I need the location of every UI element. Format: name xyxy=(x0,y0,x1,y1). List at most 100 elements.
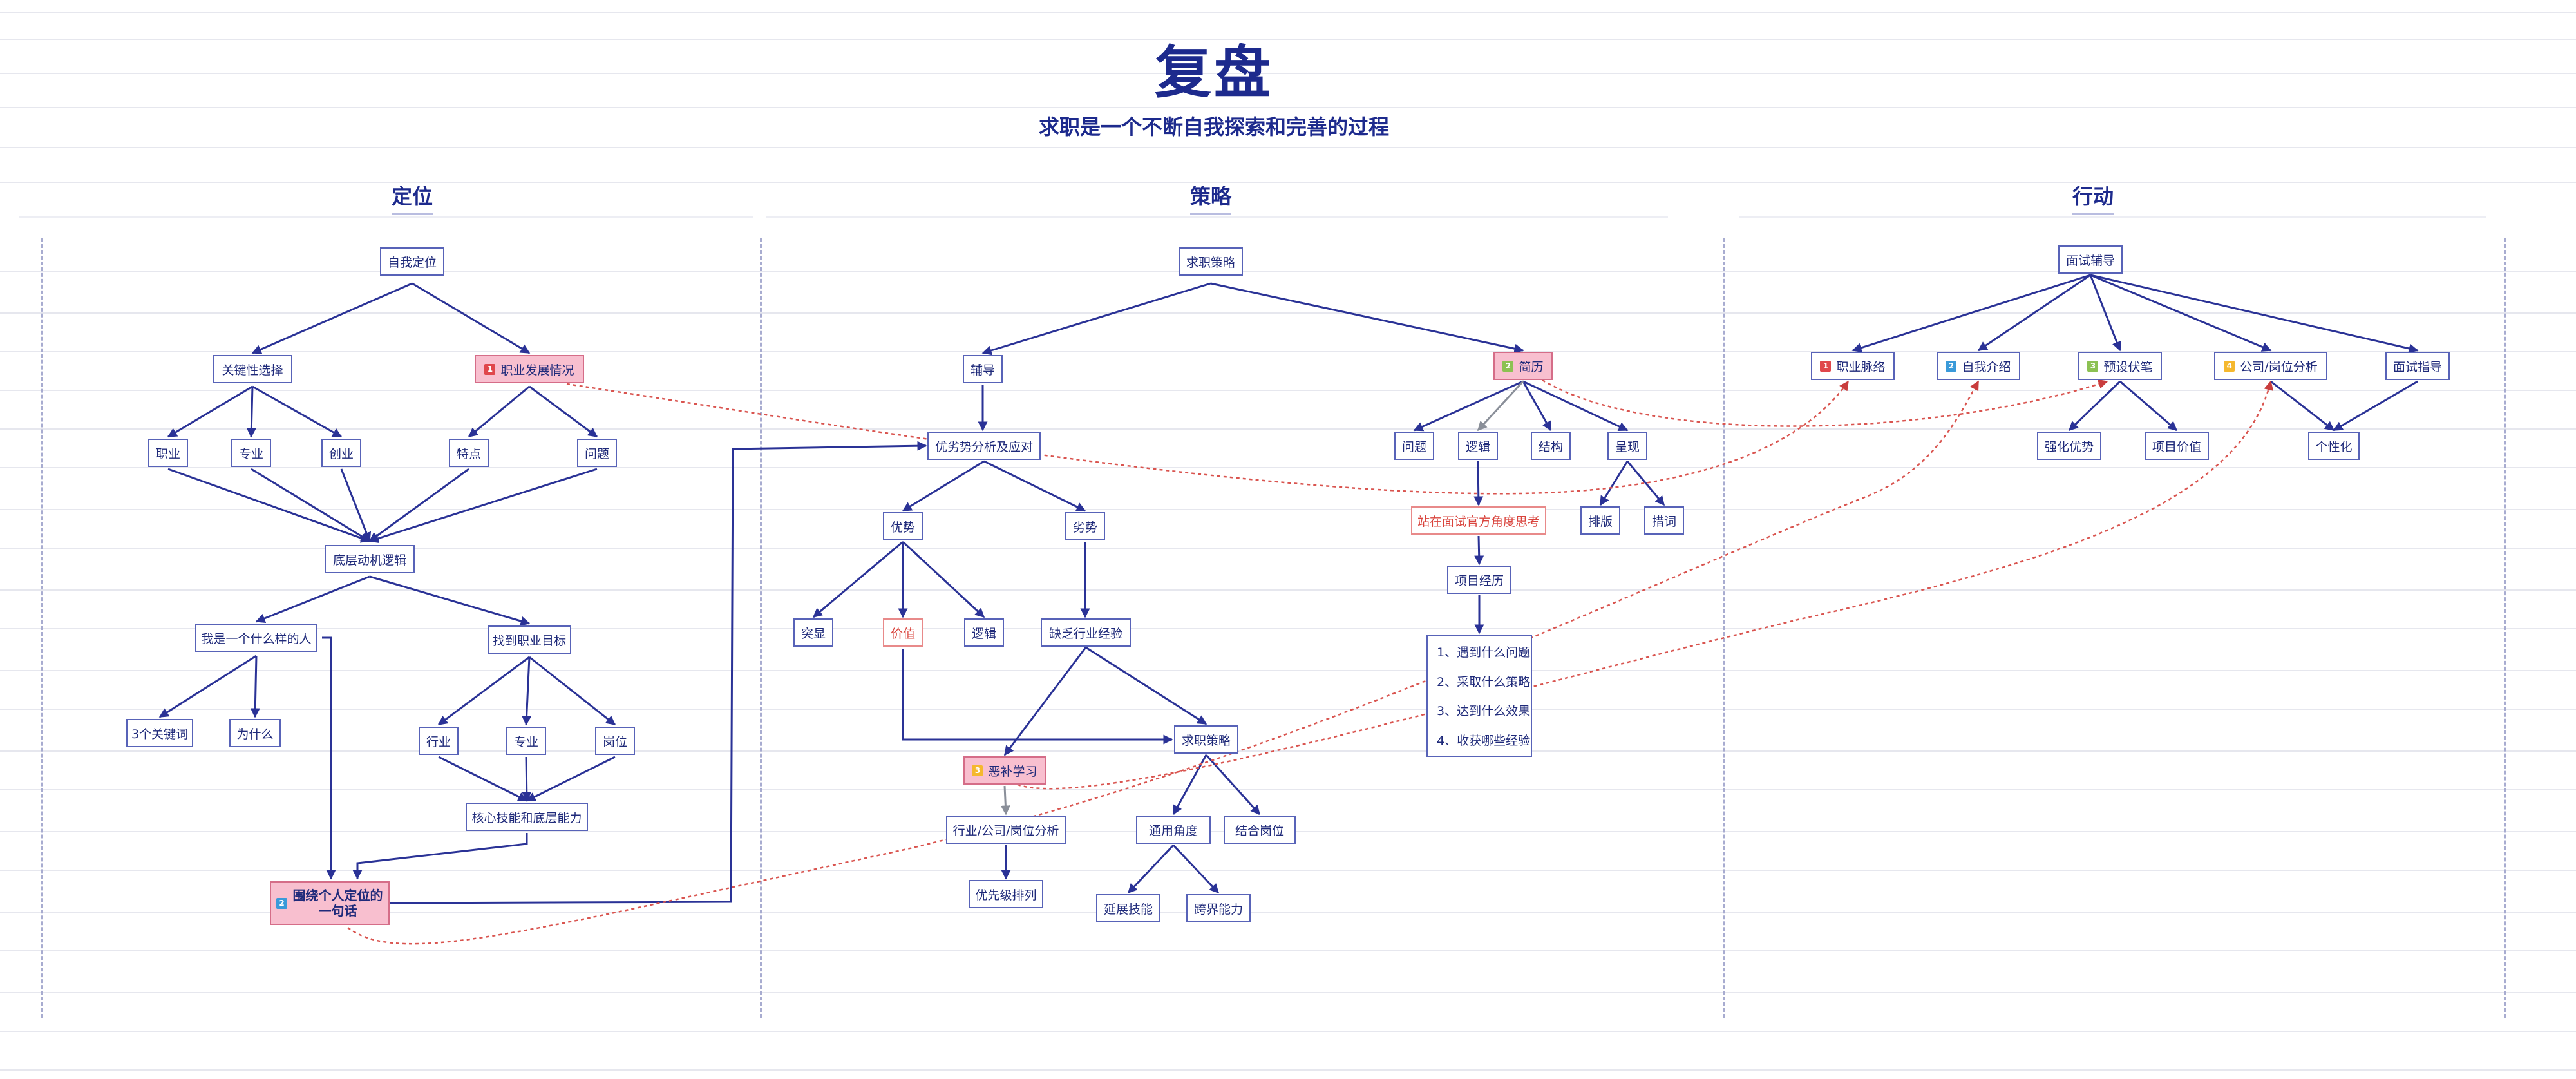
node-core-skills[interactable]: 核心技能和底层能力 xyxy=(466,803,588,831)
connector-arrow xyxy=(1205,754,1261,816)
cross-link-dashed xyxy=(1542,379,2108,427)
node-combine-position[interactable]: 结合岗位 xyxy=(1224,816,1296,844)
connector-arrow xyxy=(2068,380,2121,432)
ruled-line xyxy=(0,107,2576,108)
connector-arrow xyxy=(369,575,531,626)
ruled-line xyxy=(0,950,2576,951)
node-interview-coaching[interactable]: 面试辅导 xyxy=(2058,245,2123,274)
section-title-action: 行动 xyxy=(1996,180,2190,215)
column-separator xyxy=(2504,238,2506,1018)
node-star-list[interactable]: 1、遇到什么问题 2、采取什么策略 3、达到什么效果 4、收获哪些经验 xyxy=(1426,635,1532,757)
connector-arrow xyxy=(1085,646,1208,725)
section-title-strategy: 策略 xyxy=(1114,180,1307,215)
connector-arrow xyxy=(522,756,532,802)
node-extended-skills[interactable]: 延展技能 xyxy=(1096,894,1160,922)
node-job-strategy-2[interactable]: 求职策略 xyxy=(1174,725,1238,754)
node-interviewer-perspective[interactable]: 站在面试官方角度思考 xyxy=(1411,506,1546,535)
node-layout[interactable]: 排版 xyxy=(1580,506,1620,535)
connector-arrow xyxy=(1522,380,1629,432)
connector-arrow xyxy=(2119,380,2178,432)
connector-arrow xyxy=(902,460,985,512)
node-industry[interactable]: 行业 xyxy=(419,727,459,755)
node-wording[interactable]: 措词 xyxy=(1644,506,1684,535)
node-reinforce-strengths[interactable]: 强化优势 xyxy=(2037,432,2101,460)
node-resume-structure[interactable]: 结构 xyxy=(1531,432,1571,460)
connector-arrow xyxy=(529,656,616,726)
ruled-line xyxy=(0,39,2576,40)
connector-arrow xyxy=(2270,380,2335,432)
node-highlight[interactable]: 突显 xyxy=(793,618,833,647)
ruled-line xyxy=(0,73,2576,74)
node-startup[interactable]: 创业 xyxy=(321,439,361,467)
node-industry-company-analysis[interactable]: 行业/公司/岗位分析 xyxy=(946,816,1066,844)
connector-arrow xyxy=(368,468,598,544)
connector-arrow xyxy=(251,282,413,354)
connector-arrow xyxy=(322,636,336,880)
node-coaching[interactable]: 辅导 xyxy=(963,355,1003,383)
node-resume-logic[interactable]: 逻辑 xyxy=(1458,432,1498,460)
node-who-am-i[interactable]: 我是一个什么样的人 xyxy=(195,624,317,652)
node-interview-guidance[interactable]: 面试指导 xyxy=(2385,352,2450,380)
ruled-line xyxy=(0,509,2576,510)
node-find-career-goal[interactable]: 找到职业目标 xyxy=(488,625,571,654)
node-strengths[interactable]: 优势 xyxy=(883,512,923,540)
ruled-line xyxy=(0,589,2576,591)
node-lack-industry-experience[interactable]: 缺乏行业经验 xyxy=(1041,618,1131,647)
connector-arrow xyxy=(1172,754,1208,816)
node-personalization[interactable]: 个性化 xyxy=(2308,432,2360,460)
node-project-value[interactable]: 项目价值 xyxy=(2145,432,2209,460)
node-self-positioning[interactable]: 自我定位 xyxy=(380,247,444,276)
node-cross-domain-ability[interactable]: 跨界能力 xyxy=(1186,894,1251,922)
node-major-2[interactable]: 专业 xyxy=(506,727,546,755)
node-resume-problems[interactable]: 问题 xyxy=(1394,432,1434,460)
section-rule xyxy=(19,216,753,218)
node-project-experience[interactable]: 项目经历 xyxy=(1447,566,1511,594)
node-three-keywords[interactable]: 3个关键词 xyxy=(126,719,193,747)
ruled-line xyxy=(0,271,2576,272)
ruled-line xyxy=(0,351,2576,352)
connector-arrow xyxy=(167,468,371,543)
connector-arrow xyxy=(902,649,1173,745)
priority-1-icon: 1 xyxy=(484,363,496,375)
section-title-positioning: 定位 xyxy=(316,180,509,215)
node-logic[interactable]: 逻辑 xyxy=(964,618,1004,647)
node-weaknesses[interactable]: 劣势 xyxy=(1065,512,1105,540)
priority-3-icon: 3 xyxy=(972,765,983,776)
node-value[interactable]: 价值 xyxy=(883,618,923,647)
node-problems[interactable]: 问题 xyxy=(577,439,617,467)
connector-arrow xyxy=(251,468,371,542)
node-major[interactable]: 专业 xyxy=(231,439,271,467)
node-position[interactable]: 岗位 xyxy=(595,727,635,755)
node-prioritization[interactable]: 优先级排列 xyxy=(969,880,1043,908)
node-resume-presentation[interactable]: 呈现 xyxy=(1607,432,1647,460)
node-occupation[interactable]: 职业 xyxy=(148,439,188,467)
connector-arrow xyxy=(902,540,985,618)
node-underlying-motivation[interactable]: 底层动机逻辑 xyxy=(325,545,415,573)
section-rule xyxy=(1739,216,2486,218)
connector-arrow xyxy=(812,540,904,618)
connector-arrow-gray xyxy=(1477,380,1524,432)
node-general-perspective[interactable]: 通用角度 xyxy=(1136,816,1211,844)
node-why[interactable]: 为什么 xyxy=(229,719,281,747)
column-separator xyxy=(41,238,43,1018)
node-traits[interactable]: 特点 xyxy=(449,439,489,467)
node-swot-analysis[interactable]: 优劣势分析及应对 xyxy=(927,432,1041,460)
cross-link-dashed xyxy=(566,380,1850,495)
connector-arrow xyxy=(437,656,530,726)
ruled-line xyxy=(0,709,2576,710)
column-separator xyxy=(1723,238,1725,1018)
node-key-choice[interactable]: 关键性选择 xyxy=(213,355,292,383)
node-job-strategy[interactable]: 求职策略 xyxy=(1179,247,1243,276)
connector-arrow xyxy=(2333,380,2418,432)
ruled-line xyxy=(0,870,2576,871)
priority-2-icon: 2 xyxy=(276,897,287,909)
